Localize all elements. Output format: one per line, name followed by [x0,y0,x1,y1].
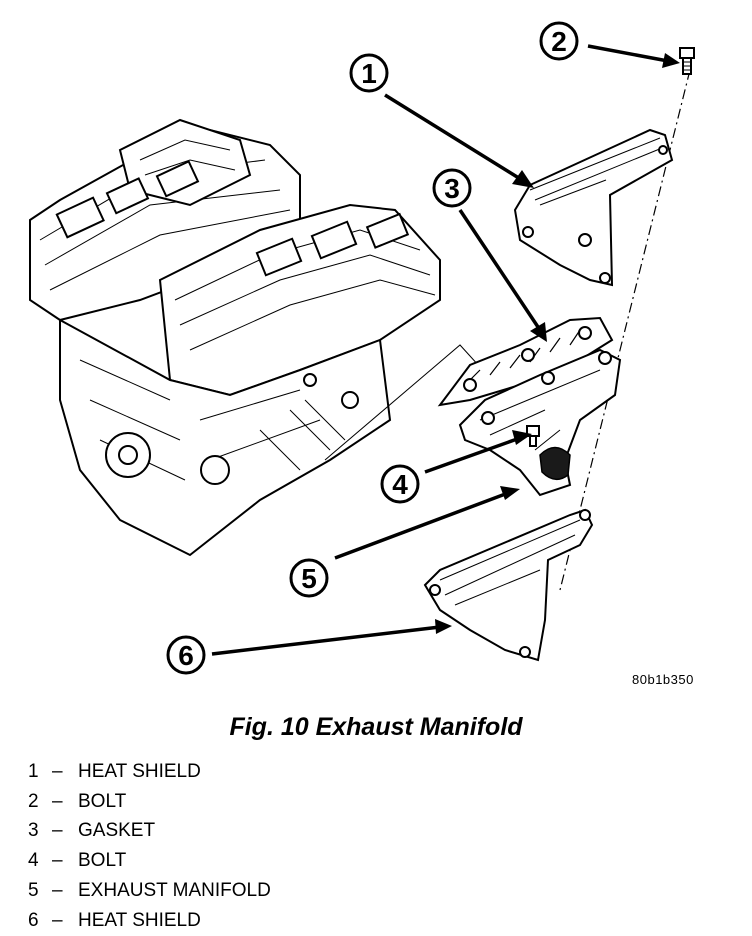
legend-label: EXHAUST MANIFOLD [78,880,271,902]
legend-item: 5–EXHAUST MANIFOLD [28,876,271,906]
legend-label: BOLT [78,790,127,812]
legend-separator: – [52,880,63,902]
svg-text:6: 6 [178,640,194,671]
svg-text:4: 4 [392,469,408,500]
legend-separator: – [52,909,63,931]
legend-separator: – [52,760,63,782]
callout-5: 5 [289,558,329,598]
bolt-top [679,47,695,75]
svg-text:3: 3 [444,173,460,204]
legend-separator: – [52,790,63,812]
legend-separator: – [52,850,63,872]
legend-number: 6 [28,909,39,931]
exploded-view-diagram: 1 2 3 4 5 6 [29,21,695,675]
svg-text:2: 2 [551,26,567,57]
lower-heat-shield [423,508,594,662]
legend-item: 2–BOLT [28,787,271,817]
bolt-manifold [526,425,540,447]
legend-item: 6–HEAT SHIELD [28,906,271,936]
legend-number: 1 [28,760,39,782]
legend-number: 4 [28,850,39,872]
legend-separator: – [52,820,63,842]
engine-illustration [29,118,441,557]
legend-item: 4–BOLT [28,846,271,876]
parts-legend: 1–HEAT SHIELD 2–BOLT 3–GASKET 4–BOLT 5–E… [28,757,271,936]
figure-reference-code: 80b1b350 [632,672,694,687]
legend-item: 3–GASKET [28,817,271,847]
legend-number: 2 [28,790,39,812]
exhaust-manifold [458,348,622,497]
callout-4: 4 [380,464,420,504]
callout-1: 1 [349,53,389,93]
legend-label: GASKET [78,820,156,842]
legend-label: HEAT SHIELD [78,760,201,782]
leader-lines [211,44,680,656]
svg-text:1: 1 [361,58,377,89]
callout-2: 2 [539,21,579,61]
callout-3: 3 [432,168,472,208]
legend-number: 5 [28,880,39,902]
callout-6: 6 [166,635,206,675]
legend-label: BOLT [78,850,127,872]
svg-text:5: 5 [301,563,317,594]
upper-heat-shield [513,128,674,287]
legend-number: 3 [28,820,39,842]
legend-item: 1–HEAT SHIELD [28,757,271,787]
legend-label: HEAT SHIELD [78,909,201,931]
gasket [437,316,614,407]
figure-caption: Fig. 10 Exhaust Manifold [229,713,523,741]
